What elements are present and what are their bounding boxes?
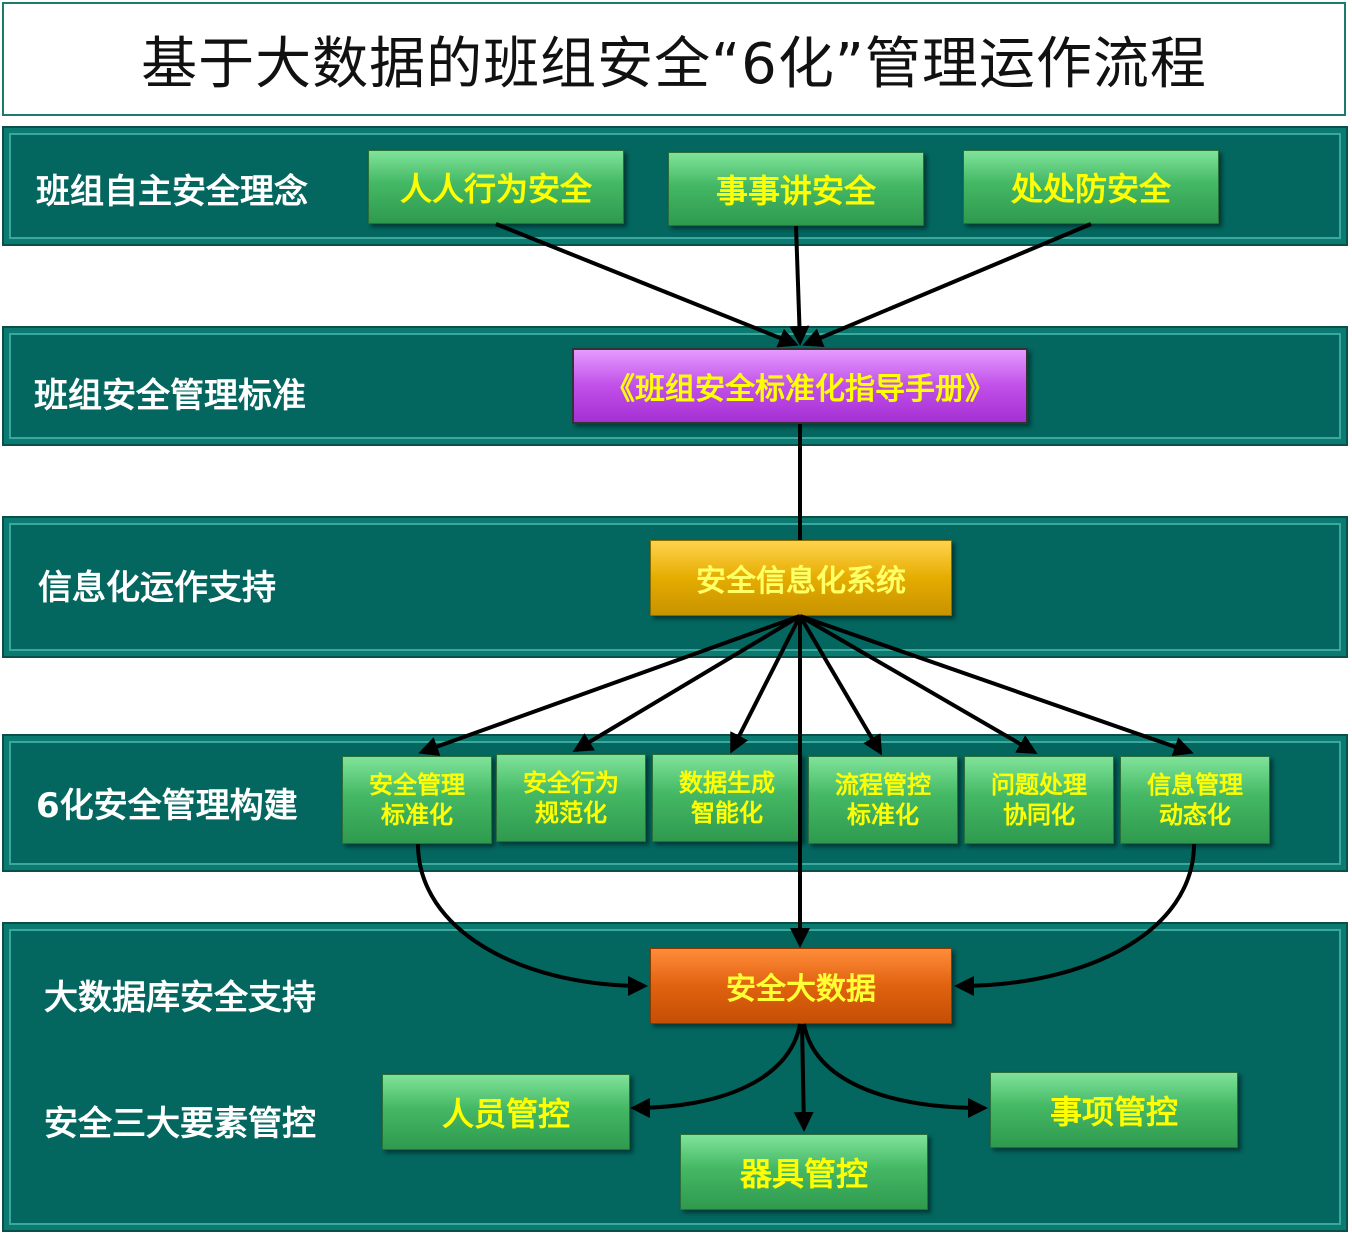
arrow-info-six3	[730, 615, 802, 754]
band-label-six: 6化安全管理构建	[36, 786, 298, 826]
bigdata-box: 安全大数据	[650, 948, 952, 1024]
arrow-concept2-manual	[789, 225, 810, 346]
six-box-6-line1: 信息管理	[1147, 771, 1243, 799]
six-box-3-line2: 智能化	[691, 799, 763, 827]
six-box-1-line2: 标准化	[381, 801, 453, 829]
arrow-bigdata-tools	[793, 1023, 814, 1132]
arrow-info-six2	[572, 614, 802, 753]
six-box-6-line2: 动态化	[1159, 801, 1231, 829]
arrow-concept1-manual	[495, 222, 799, 348]
title-box: 基于大数据的班组安全“6化”管理运作流程	[2, 2, 1346, 116]
six-box-3-line1: 数据生成	[679, 769, 775, 797]
arrow-six6-bigdata	[954, 843, 1196, 996]
band-label-info: 信息化运作支持	[38, 568, 276, 608]
band-label-bigdata: 大数据库安全支持	[44, 978, 316, 1018]
band-label-elements: 安全三大要素管控	[44, 1104, 316, 1144]
element-box-people: 人员管控	[382, 1074, 630, 1150]
concept-box-1: 人人行为安全	[368, 150, 624, 224]
six-box-5: 问题处理 协同化	[964, 756, 1114, 844]
standard-manual-box: 《班组安全标准化指导手册》	[572, 348, 1028, 424]
page-title: 基于大数据的班组安全“6化”管理运作流程	[141, 31, 1207, 97]
arrow-info-six1	[418, 614, 801, 756]
six-box-1: 安全管理 标准化	[342, 756, 492, 844]
arrow-six1-bigdata	[416, 843, 648, 996]
six-box-4-line1: 流程管控	[835, 771, 931, 799]
concept-box-2: 事事讲安全	[668, 152, 924, 226]
six-box-2: 安全行为 规范化	[496, 754, 646, 842]
six-box-2-line1: 安全行为	[523, 769, 619, 797]
six-box-5-line1: 问题处理	[991, 771, 1087, 799]
band-label-concept: 班组自主安全理念	[36, 172, 308, 212]
six-box-4: 流程管控 标准化	[808, 756, 958, 844]
concept-box-3: 处处防安全	[963, 150, 1219, 224]
band-label-standard: 班组安全管理标准	[34, 376, 306, 416]
six-box-2-line2: 规范化	[535, 799, 607, 827]
arrow-info-six4	[798, 614, 883, 756]
arrow-bigdata-matters	[802, 1023, 988, 1118]
arrow-info-six5	[798, 614, 1038, 755]
six-box-5-line2: 协同化	[1003, 801, 1075, 829]
info-system-box: 安全信息化系统	[650, 540, 952, 616]
six-box-6: 信息管理 动态化	[1120, 756, 1270, 844]
six-box-4-line2: 标准化	[847, 801, 919, 829]
element-box-tools: 器具管控	[680, 1134, 928, 1210]
arrow-concept3-manual	[802, 222, 1092, 348]
six-box-1-line1: 安全管理	[369, 771, 465, 799]
arrow-bigdata-people	[630, 1023, 802, 1118]
arrow-info-six6	[799, 614, 1194, 757]
element-box-matters: 事项管控	[990, 1072, 1238, 1148]
six-box-3: 数据生成 智能化	[652, 754, 802, 842]
